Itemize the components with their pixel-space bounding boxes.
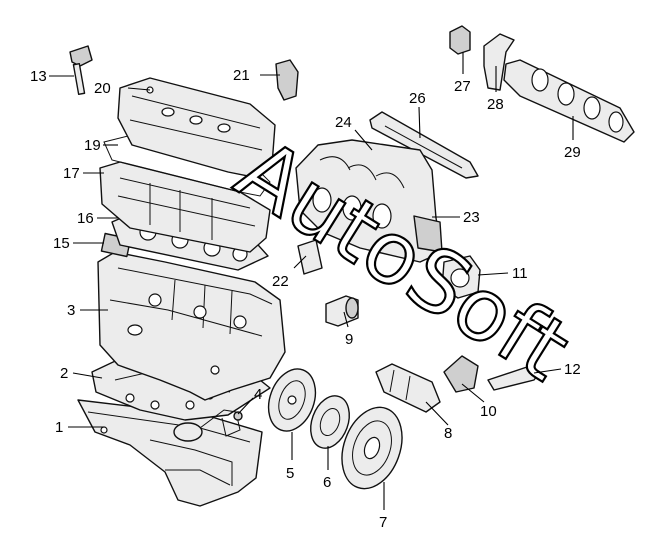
callout-20: 20: [94, 80, 111, 97]
callout-28: 28: [487, 96, 504, 113]
sensor: [275, 59, 299, 101]
callout-23: 23: [463, 209, 480, 226]
callout-9: 9: [345, 331, 353, 348]
callout-16: 16: [77, 210, 94, 227]
filter-cylinder: [325, 295, 359, 327]
thermostat-housing: [449, 25, 471, 55]
throttle-body: [441, 255, 481, 299]
torque-arm: [487, 365, 541, 391]
callout-13: 13: [30, 68, 47, 85]
callout-17: 17: [63, 165, 80, 182]
intake-manifold: [295, 139, 443, 263]
callout-21: 21: [233, 67, 250, 84]
oil-pan: [77, 399, 263, 507]
exhaust-gasket: [483, 33, 515, 91]
callout-22: 22: [272, 273, 289, 290]
valve-cover: [117, 77, 276, 179]
callout-4: 4: [254, 386, 262, 403]
callout-6: 6: [323, 474, 331, 491]
callout-2: 2: [60, 365, 68, 382]
callout-27: 27: [454, 78, 471, 95]
callout-26: 26: [409, 90, 426, 107]
callout-labels: 1 2 3 4 5 6 7 8 9 10 11 12 13 15 16 17 1…: [30, 67, 581, 531]
callout-24: 24: [335, 114, 352, 131]
ignition-coil: [69, 45, 93, 95]
callout-7: 7: [379, 514, 387, 531]
callout-19: 19: [84, 137, 101, 154]
exhaust-manifold: [503, 59, 635, 143]
callout-8: 8: [444, 425, 452, 442]
fuel-rail: [369, 111, 479, 179]
callout-10: 10: [480, 403, 497, 420]
cylinder-block: [97, 251, 286, 401]
oil-pump: [173, 409, 243, 442]
callout-11: 11: [512, 265, 528, 282]
callout-29: 29: [564, 144, 581, 161]
callout-1: 1: [55, 419, 63, 436]
clutch-disc: [310, 395, 350, 449]
callout-12: 12: [564, 361, 581, 378]
pressure-plate: [341, 406, 403, 490]
leader-lines: [49, 52, 574, 510]
engine-mount: [443, 355, 479, 393]
bracket: [297, 239, 323, 275]
callout-3: 3: [67, 302, 75, 319]
callout-15: 15: [53, 235, 70, 252]
starter-motor: [375, 363, 441, 413]
flywheel: [267, 368, 317, 432]
callout-5: 5: [286, 465, 294, 482]
